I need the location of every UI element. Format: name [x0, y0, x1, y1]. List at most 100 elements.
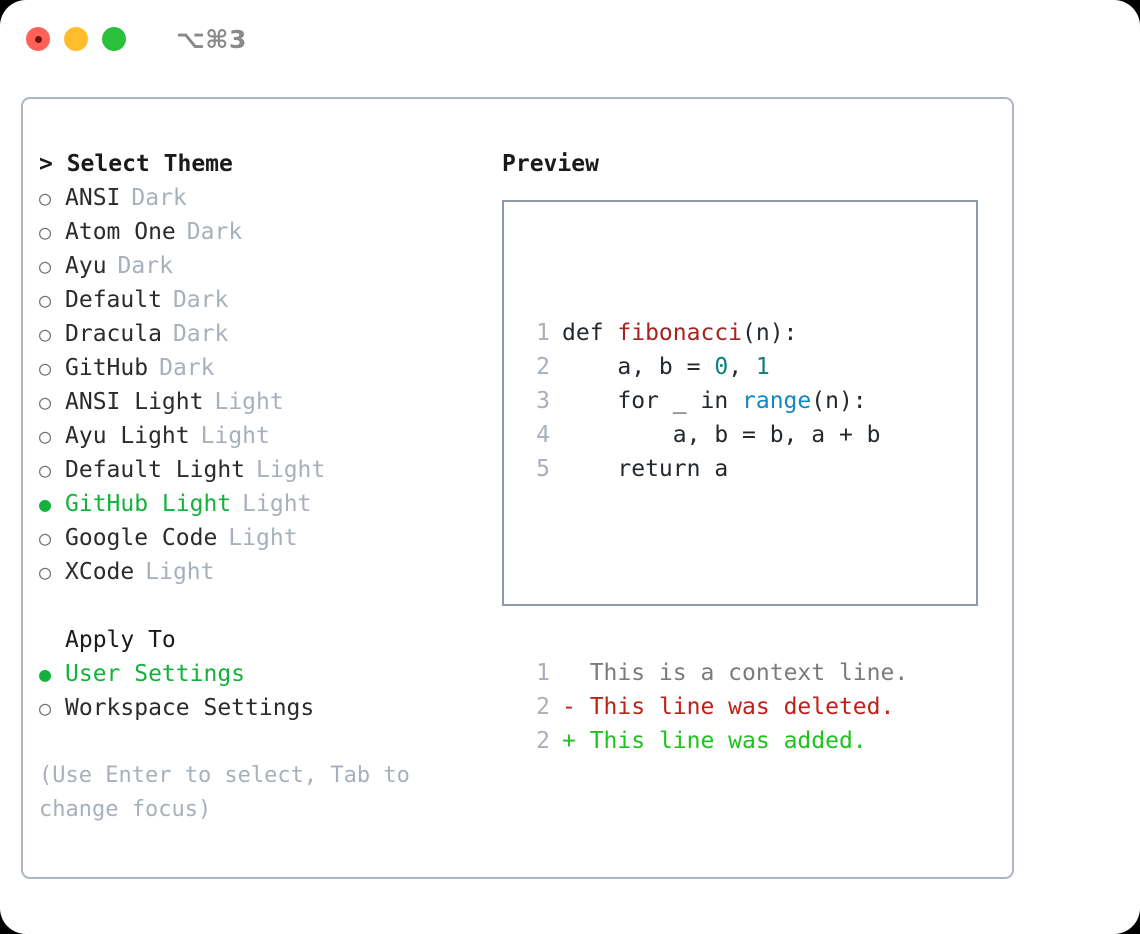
code-token: def	[562, 320, 618, 346]
theme-variant-tag: Light	[214, 389, 284, 415]
close-window-icon[interactable]	[26, 27, 50, 51]
code-token: a, b = b, a + b	[562, 422, 881, 448]
titlebar: ⌥⌘3	[0, 0, 1140, 78]
apply-to-option-user-settings[interactable]: ● User Settings	[39, 657, 499, 691]
radio-unselected-icon: ○	[39, 696, 52, 720]
theme-variant-tag: Dark	[131, 185, 187, 211]
apply-to-option-label: User Settings	[65, 661, 246, 687]
code-line: 1 def fibonacci(n):	[518, 316, 976, 350]
code-line-content: for _ in range(n):	[562, 384, 867, 418]
theme-option-ansi[interactable]: ○ ANSI Dark	[39, 181, 499, 215]
code-token: fibonacci	[617, 320, 743, 346]
diff-line-add: 2 + This line was added.	[518, 724, 976, 758]
line-number: 2	[536, 728, 550, 754]
radio-unselected-icon: ○	[39, 186, 52, 210]
code-line: 2 a, b = 0, 1	[518, 350, 976, 384]
apply-to-heading: ○ Apply To	[39, 623, 499, 657]
code-line-content: a, b = b, a + b	[562, 418, 881, 452]
theme-variant-tag: Light	[200, 423, 270, 449]
diff-line-content: + This line was added.	[562, 724, 867, 758]
theme-variant-tag: Light	[242, 491, 312, 517]
diff-sign	[562, 660, 590, 686]
keyboard-shortcut-label: ⌥⌘3	[176, 24, 247, 54]
theme-variant-tag: Dark	[172, 321, 229, 347]
theme-option-label: Google Code	[65, 525, 218, 551]
theme-option-github-light[interactable]: ● GitHub Light Light	[39, 487, 499, 521]
diff-line-content: - This line was deleted.	[562, 690, 894, 724]
apply-to-option-label: Workspace Settings	[65, 695, 315, 721]
line-number: 5	[536, 456, 550, 482]
theme-variant-tag: Light	[256, 457, 326, 483]
maximize-window-icon[interactable]	[102, 27, 126, 51]
theme-variant-tag: Dark	[172, 287, 229, 313]
code-token: 1	[755, 354, 770, 380]
theme-option-dracula[interactable]: ○ Dracula Dark	[39, 317, 499, 351]
diff-line-del: 2- This line was deleted.	[518, 690, 976, 724]
theme-option-label: Atom One	[65, 219, 176, 245]
theme-option-ansi-light[interactable]: ○ ANSI Light Light	[39, 385, 499, 419]
line-number: 3	[536, 388, 550, 414]
theme-option-ayu[interactable]: ○ Ayu Dark	[39, 249, 499, 283]
code-token: (n):	[811, 388, 867, 414]
code-line: 3 for _ in range(n):	[518, 384, 976, 418]
line-number: 1	[536, 320, 550, 346]
code-token: (n):	[742, 320, 798, 346]
code-token: ,	[728, 354, 756, 380]
theme-option-label: ANSI Light	[65, 389, 204, 415]
diff-text: This line was added.	[589, 728, 867, 754]
radio-unselected-icon: ○	[39, 390, 52, 414]
radio-unselected-icon: ○	[39, 458, 52, 482]
apply-to-option-workspace-settings[interactable]: ○ Workspace Settings	[39, 691, 499, 725]
apply-to-list[interactable]: ● User Settings ○ Workspace Settings	[39, 657, 499, 725]
radio-selected-icon: ●	[39, 492, 52, 516]
radio-unselected-icon: ○	[39, 220, 52, 244]
radio-selected-icon: ●	[39, 662, 52, 686]
theme-variant-tag: Dark	[186, 219, 243, 245]
theme-option-label: XCode	[65, 559, 135, 585]
theme-option-default[interactable]: ○ Default Dark	[39, 283, 499, 317]
theme-variant-tag: Dark	[117, 253, 173, 279]
theme-option-label: Ayu	[65, 253, 107, 279]
diff-text: This is a context line.	[589, 660, 909, 686]
keyboard-hint-text: (Use Enter to select, Tab to change focu…	[39, 763, 410, 822]
line-number: 4	[536, 422, 550, 448]
radio-unselected-icon: ○	[39, 322, 52, 346]
theme-option-label: ANSI	[65, 185, 121, 211]
theme-option-label: Ayu Light	[65, 423, 190, 449]
diff-line-ctx: 1 This is a context line.	[518, 656, 976, 690]
diff-sign: +	[562, 728, 590, 754]
code-line-content: a, b = 0, 1	[562, 350, 770, 384]
theme-variant-tag: Light	[145, 559, 215, 585]
diff-sign: -	[562, 694, 590, 720]
diff-line-content: This is a context line.	[562, 656, 909, 690]
theme-option-label: Dracula	[65, 321, 162, 347]
radio-unselected-icon: ○	[39, 254, 52, 278]
theme-option-label: GitHub Light	[65, 491, 232, 517]
preview-heading: Preview	[502, 151, 599, 177]
code-line-content: def fibonacci(n):	[562, 316, 797, 350]
line-number: 1	[536, 660, 550, 686]
diff-text: This line was deleted.	[589, 694, 895, 720]
line-number: 2	[536, 694, 550, 720]
code-line-content: return a	[562, 452, 728, 486]
theme-option-ayu-light[interactable]: ○ Ayu Light Light	[39, 419, 499, 453]
theme-option-label: Default	[65, 287, 162, 313]
theme-option-atom-one[interactable]: ○ Atom One Dark	[39, 215, 499, 249]
line-number: 2	[536, 354, 550, 380]
radio-unselected-icon: ○	[39, 526, 52, 550]
radio-unselected-icon: ○	[39, 288, 52, 312]
minimize-window-icon[interactable]	[64, 27, 88, 51]
radio-unselected-icon: ○	[39, 424, 52, 448]
radio-unselected-icon: ○	[39, 356, 52, 380]
